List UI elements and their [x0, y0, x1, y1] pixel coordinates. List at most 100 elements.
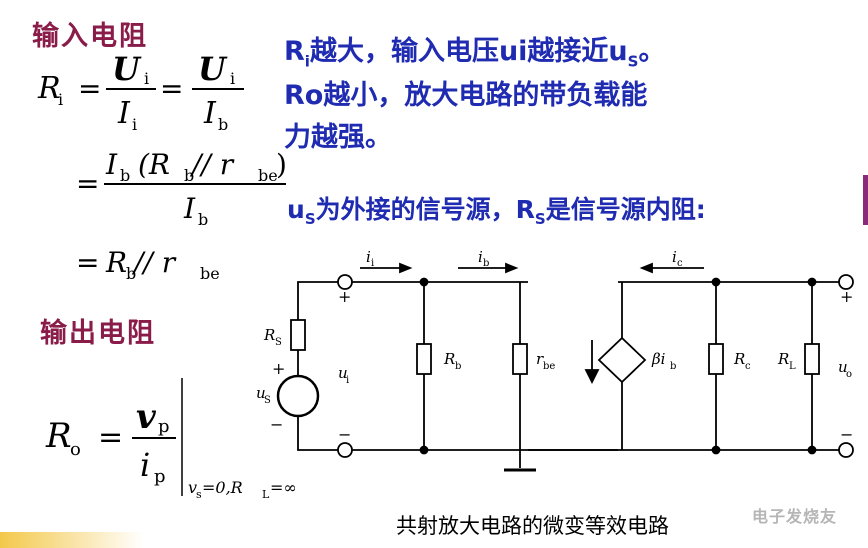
- input-terminal-bottom: [337, 442, 353, 458]
- cond-vs-sub: s: [196, 488, 202, 501]
- ib-numerator-sub: b: [120, 166, 130, 185]
- label-beta-ib: βi: [651, 350, 666, 368]
- label-rc: R: [733, 350, 745, 368]
- label-ui: u: [338, 364, 348, 382]
- ui-numerator-1-sub: i: [144, 69, 149, 88]
- ui-numerator-1: U: [112, 50, 142, 88]
- output-resistance-heading: 输出电阻: [40, 318, 156, 349]
- equivalent-circuit: [276, 262, 854, 472]
- label-ui-sub: i: [346, 375, 349, 386]
- source-wire-top: [297, 281, 338, 320]
- ib-denominator-sub: b: [218, 115, 228, 134]
- ro-symbol: R: [45, 416, 72, 456]
- ii-denominator: I: [117, 96, 131, 131]
- ii-arrow-head: [399, 262, 413, 274]
- resistor-rb: [416, 343, 432, 375]
- ui-numerator-2: U: [198, 50, 228, 88]
- rbe-sub: be: [258, 166, 278, 185]
- rb-final: R: [105, 246, 127, 279]
- rbe-final-sub: be: [200, 264, 220, 283]
- label-rl: R: [777, 350, 789, 368]
- input-plus: +: [338, 287, 351, 306]
- rb-final-sub: b: [126, 264, 136, 283]
- eq-3: =: [76, 167, 99, 200]
- cond-mid: =0,R: [202, 478, 243, 497]
- dep-arrow-head: [584, 369, 600, 385]
- label-rs: R: [263, 326, 275, 344]
- vp-numerator: v: [136, 397, 157, 437]
- ic-arrow-head: [639, 262, 653, 274]
- cond-vs: v: [188, 478, 197, 497]
- label-ib-sub: b: [483, 258, 489, 269]
- ri-result: = R b // r be: [76, 246, 220, 283]
- junction-6: [807, 445, 817, 455]
- vp-sub: p: [158, 416, 170, 437]
- ii-denominator-sub: i: [132, 115, 137, 134]
- label-ic: i: [672, 248, 677, 266]
- rb-sub: b: [184, 166, 194, 185]
- cond-end: =∞: [270, 478, 297, 497]
- source-plus: +: [272, 359, 285, 378]
- decorative-strip: [0, 532, 360, 548]
- ri-expansion: = I b (R b // r be ) I b: [76, 148, 287, 229]
- source-minus: −: [270, 415, 283, 434]
- eq-5: =: [98, 420, 123, 455]
- cond-rl-sub: L: [262, 488, 270, 501]
- label-ic-sub: c: [677, 258, 683, 269]
- ip-sub: p: [154, 466, 166, 487]
- paren-close: ): [276, 148, 287, 181]
- ib-denominator: I: [203, 96, 217, 131]
- ri-symbol: R: [37, 71, 61, 106]
- parallel-rbe: // r: [189, 148, 235, 181]
- watermark-logo: 电子发烧友: [752, 507, 838, 526]
- junction-4: [711, 445, 721, 455]
- ro-formula: R o = v p i p v s =0,R L =∞: [45, 378, 297, 501]
- figure-caption: 共射放大电路的微变等效电路: [396, 514, 669, 538]
- label-uo-sub: o: [846, 369, 852, 380]
- label-rbe: r: [536, 350, 544, 368]
- label-rbe-sub: be: [543, 361, 555, 372]
- junction-3: [711, 277, 721, 287]
- eq-4: =: [76, 246, 99, 279]
- ri-note: Ri越大，输入电压ui越接近uS。: [284, 36, 666, 71]
- ib-numerator: I: [105, 148, 118, 181]
- eq-1: =: [78, 72, 101, 105]
- ro-note-line-2: 力越强。: [284, 122, 392, 153]
- label-uo: u: [838, 358, 848, 376]
- resistor-rbe: [512, 343, 528, 375]
- circuit-labels: i i i b i c + − + − R S + u S − u i R b …: [256, 248, 853, 444]
- label-ii: i: [366, 248, 371, 266]
- resistor-rs: [290, 319, 306, 351]
- ri-sub: i: [58, 90, 63, 109]
- label-rb-sub: b: [455, 361, 461, 372]
- ip-denominator: i: [140, 446, 150, 484]
- label-rs-sub: S: [275, 337, 282, 348]
- label-us-sub: S: [264, 395, 271, 406]
- input-minus: −: [338, 425, 351, 444]
- ro-note-line-1: Ro越小，放大电路的带负载能: [284, 80, 648, 111]
- source-wire-bottom: [297, 416, 338, 451]
- input-resistance-heading: 输入电阻: [32, 21, 148, 52]
- junction-2: [419, 445, 429, 455]
- resistor-rl: [804, 343, 820, 375]
- label-us: u: [256, 384, 266, 402]
- rb-open: (R: [138, 148, 170, 181]
- output-terminal-bottom: [838, 442, 854, 458]
- label-rc-sub: c: [745, 361, 751, 372]
- label-ib: i: [478, 248, 483, 266]
- label-ii-sub: i: [371, 258, 374, 269]
- us-note: uS为外接的信号源，RS是信号源内阻:: [287, 195, 706, 228]
- ro-sub: o: [70, 439, 81, 460]
- output-plus: +: [840, 287, 853, 306]
- ri-formula: R i = U i I i = U i I b: [37, 50, 244, 134]
- dependent-current-source: [597, 336, 647, 384]
- parallel-final: // r: [131, 246, 177, 279]
- label-rb: R: [443, 350, 455, 368]
- output-minus: −: [840, 425, 853, 444]
- label-rl-sub: L: [789, 361, 796, 372]
- ib-denominator-2: I: [183, 192, 196, 225]
- junction-1: [419, 277, 429, 287]
- resistor-rc: [708, 343, 724, 375]
- edge-decoration: [863, 175, 868, 225]
